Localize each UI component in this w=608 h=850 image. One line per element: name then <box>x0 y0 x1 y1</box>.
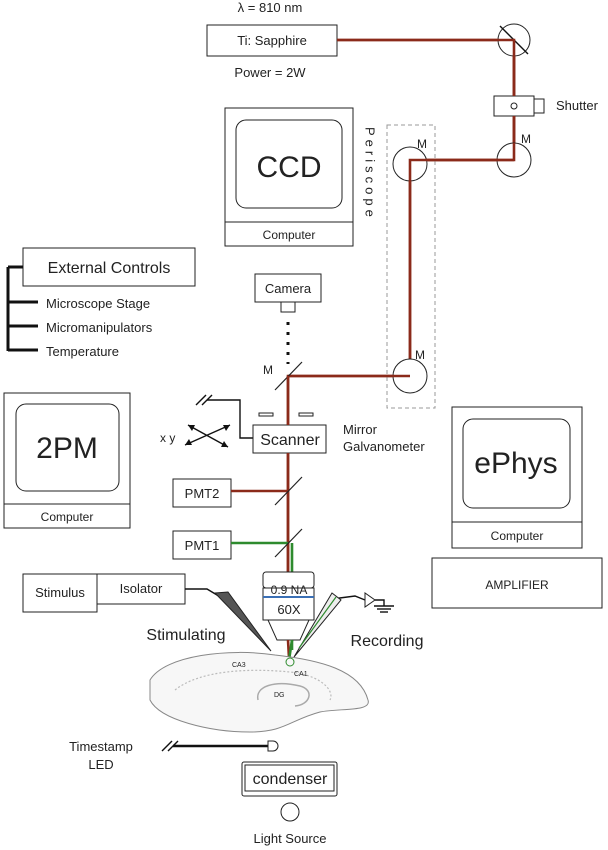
ext-ctrl-item-micromanipulators: Micromanipulators <box>46 320 153 335</box>
external-controls-title: External Controls <box>48 260 171 277</box>
ephys-computer <box>451 521 583 549</box>
ccd-computer <box>224 221 354 247</box>
isolator-label: Isolator <box>120 581 163 596</box>
mirror-pmt2 <box>274 476 303 506</box>
ephys-screen-label: ePhys <box>474 447 557 480</box>
slice-dg: DG <box>274 692 285 699</box>
laser-wavelength: λ = 810 nm <box>238 0 303 15</box>
camera-box <box>254 273 322 303</box>
recording-label: Recording <box>351 633 424 650</box>
laser-power: Power = 2W <box>234 65 306 80</box>
hippocampal-slice: CA3 CA1 DG <box>149 651 369 733</box>
periscope-label: Periscope <box>363 127 378 221</box>
mirror-label-right: M <box>521 132 531 146</box>
svg-text:M: M <box>417 137 427 151</box>
stimulus-label: Stimulus <box>35 585 85 600</box>
amplifier-box <box>431 557 603 609</box>
svg-text:M: M <box>415 348 425 362</box>
stimulating-electrode <box>213 591 272 652</box>
laser-box <box>206 24 338 57</box>
galvo-line1: Mirror <box>343 422 378 437</box>
amplifier-label: AMPLIFIER <box>485 578 549 592</box>
ccd-computer-label: Computer <box>263 228 316 242</box>
timestamp-line1: Timestamp <box>69 739 133 754</box>
pmt1-box <box>172 530 232 560</box>
mirror-pmt1 <box>274 528 303 558</box>
timestamp-line2: LED <box>88 757 113 772</box>
ephys-computer-label: Computer <box>491 529 544 543</box>
light-source-label: Light Source <box>254 831 327 846</box>
condenser-label: condenser <box>253 771 328 788</box>
twopm-screen-label: 2PM <box>36 432 98 465</box>
ext-ctrl-item-stage: Microscope Stage <box>46 296 150 311</box>
external-controls-box <box>22 247 196 287</box>
ext-ctrl-item-temperature: Temperature <box>46 344 119 359</box>
pmt1-label: PMT1 <box>185 538 220 553</box>
shutter-label: Shutter <box>556 98 599 113</box>
objective-na: 0.9 NA <box>271 583 308 597</box>
objective <box>262 571 315 641</box>
scanner-label: Scanner <box>260 432 320 449</box>
slice-ca3: CA3 <box>232 662 246 669</box>
light-source-icon <box>280 802 300 822</box>
isolator-box <box>96 573 186 605</box>
galvo-line2: Galvanometer <box>343 439 425 454</box>
camera-label: Camera <box>265 281 312 296</box>
recording-electrode <box>293 592 342 658</box>
slice-ca1: CA1 <box>294 671 308 678</box>
twopm-computer <box>3 503 131 529</box>
led-icon <box>267 740 279 752</box>
svg-text:M: M <box>263 363 273 377</box>
pmt2-box <box>172 478 232 508</box>
pmt2-label: PMT2 <box>185 486 220 501</box>
ccd-screen-label: CCD <box>257 151 322 184</box>
stimulating-label: Stimulating <box>146 627 225 644</box>
laser-name: Ti: Sapphire <box>237 33 307 48</box>
xy-label: x y <box>160 431 175 445</box>
periscope-box <box>386 124 436 409</box>
objective-mag: 60X <box>277 602 300 617</box>
twopm-computer-label: Computer <box>41 510 94 524</box>
scanner-box <box>252 424 327 454</box>
